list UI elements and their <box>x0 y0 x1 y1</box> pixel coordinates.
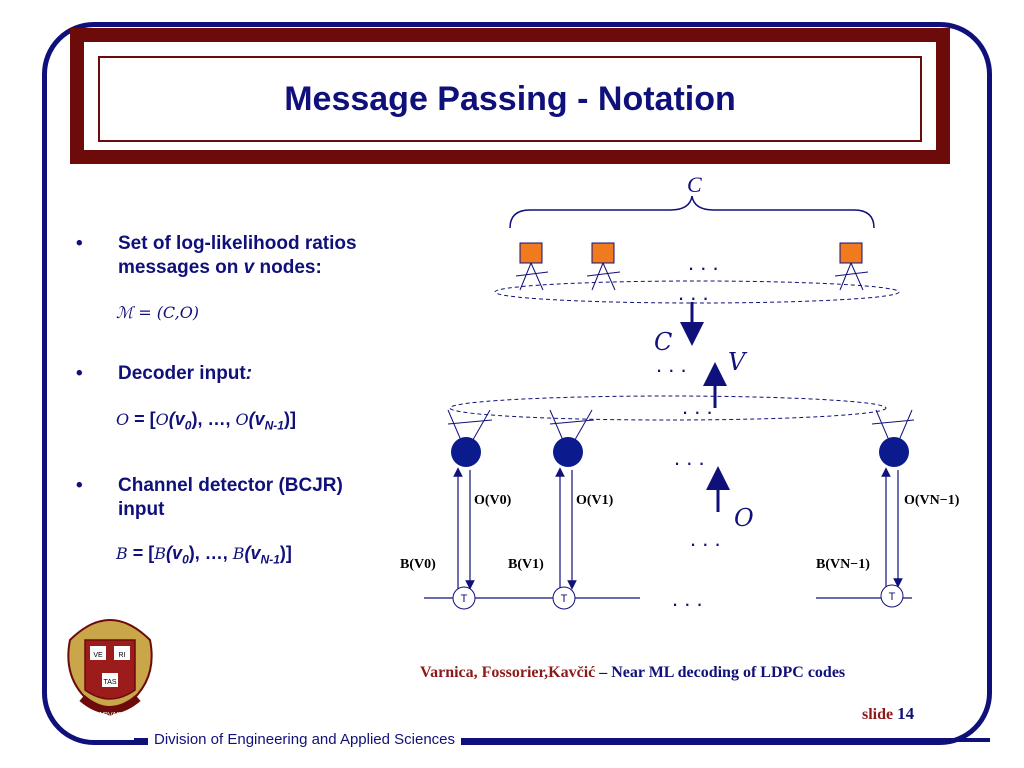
variable-node-dots: . . . <box>674 445 705 470</box>
bullet-line: input <box>118 499 165 520</box>
svg-text:HARVARD: HARVARD <box>93 712 127 719</box>
citation-authors: Varnica, Fossorier,Kavčić <box>420 664 596 681</box>
trellis-node: T <box>452 586 476 610</box>
slide-number: slide 14 <box>862 704 914 724</box>
bullet-text: Set of log-likelihood ratios messages on… <box>118 232 357 280</box>
ellipse-dots: . . . <box>682 394 713 419</box>
svg-text:VE: VE <box>93 652 103 659</box>
formula-part: )] <box>279 543 292 563</box>
slide-number-value: 14 <box>897 704 915 723</box>
formula-messages: ℳ = (C,O) <box>116 303 200 322</box>
bullet-text: Channel detector (BCJR) input <box>118 474 343 522</box>
formula-subscript: N-1 <box>264 418 284 433</box>
label-b-v1: B(V1) <box>508 557 544 572</box>
formula-symbol: O <box>116 410 130 429</box>
trellis-dots: . . . <box>672 586 703 611</box>
ellipse-dots: . . . <box>678 280 709 305</box>
formula-decoder-input: O = [O(v0), …, O(vN-1)] <box>116 409 296 433</box>
bullet-line: Decoder input <box>118 363 246 384</box>
formula-part: )] <box>283 409 296 429</box>
citation-title: Near ML decoding of LDPC codes <box>611 664 846 681</box>
label-o-vn: O(VN−1) <box>904 493 960 508</box>
formula-channel-input: B = [B(v0), …, B(vN-1)] <box>116 543 292 567</box>
middle-dots: . . . <box>656 352 687 377</box>
label-v-arrow: V <box>728 348 748 376</box>
svg-text:T: T <box>561 593 568 605</box>
check-layer-ellipse <box>494 280 900 304</box>
slide-frame <box>42 22 992 745</box>
variable-node <box>447 409 493 467</box>
lower-dots: . . . <box>690 526 721 551</box>
title-panel: Message Passing - Notation <box>98 56 922 142</box>
check-node-dots: . . . <box>688 250 719 275</box>
formula-part: (v <box>248 409 265 429</box>
label-c-top: C <box>687 172 702 197</box>
formula-subscript: 0 <box>182 552 189 567</box>
brace-icon <box>509 195 875 229</box>
svg-text:T: T <box>461 593 468 605</box>
label-c-arrow: C <box>654 328 672 356</box>
check-node <box>515 242 549 291</box>
formula-subscript: N-1 <box>260 552 280 567</box>
formula-part: (v <box>168 409 185 429</box>
svg-text:T: T <box>889 591 896 603</box>
variable-v: v <box>243 257 255 278</box>
formula-symbol: B <box>116 544 128 563</box>
citation-dash: – <box>595 664 612 681</box>
bullet-text: Decoder input: <box>118 362 252 386</box>
bullet-line: messages on <box>118 257 244 278</box>
label-o-v1: O(V1) <box>576 493 614 508</box>
message-arrows-v1 <box>555 467 577 590</box>
slide-label: slide <box>862 706 898 723</box>
label-b-vn: B(VN−1) <box>816 557 870 572</box>
variable-node <box>871 409 915 467</box>
trellis-node: T <box>552 586 576 610</box>
formula-symbol: O <box>235 410 249 429</box>
variable-node <box>549 409 595 467</box>
page-title: Message Passing - Notation <box>284 79 736 118</box>
formula-part: = [ <box>127 543 155 563</box>
variable-layer-ellipse <box>449 395 887 421</box>
trellis-node: T <box>880 584 904 608</box>
bullet-line: Channel detector (BCJR) <box>118 475 343 496</box>
svg-text:TAS: TAS <box>103 679 116 686</box>
formula-part: ), …, <box>191 409 236 429</box>
svg-text:RI: RI <box>119 652 126 659</box>
formula-part: (v <box>244 543 261 563</box>
footer-bar <box>134 738 990 742</box>
citation: Varnica, Fossorier,Kavčić – Near ML deco… <box>420 664 845 682</box>
formula-symbol: B <box>232 544 245 563</box>
formula-part: (v <box>166 543 183 563</box>
bullet-line: Set of log-likelihood ratios <box>118 233 357 254</box>
label-o-arrow: O <box>734 504 754 532</box>
formula-part: ), …, <box>188 543 233 563</box>
harvard-logo: VE RI TAS HARVARD <box>67 619 153 719</box>
bullet-marker: • <box>76 363 83 384</box>
label-b-v0: B(V0) <box>400 557 436 572</box>
label-o-v0: O(V0) <box>474 493 512 508</box>
message-arrows-v0 <box>453 467 475 590</box>
bullet-marker: • <box>76 475 83 496</box>
check-node <box>586 242 621 291</box>
formula-symbol: B <box>154 544 167 563</box>
check-node <box>834 242 869 291</box>
message-arrows-vn <box>881 467 903 588</box>
formula-subscript: 0 <box>184 418 192 433</box>
bullet-colon: : <box>245 363 253 384</box>
formula-part: = [ <box>129 409 156 429</box>
bullet-line: nodes: <box>254 257 322 278</box>
formula-symbol: O <box>155 410 169 429</box>
bullet-marker: • <box>76 233 83 254</box>
footer-text: Division of Engineering and Applied Scie… <box>148 731 462 748</box>
